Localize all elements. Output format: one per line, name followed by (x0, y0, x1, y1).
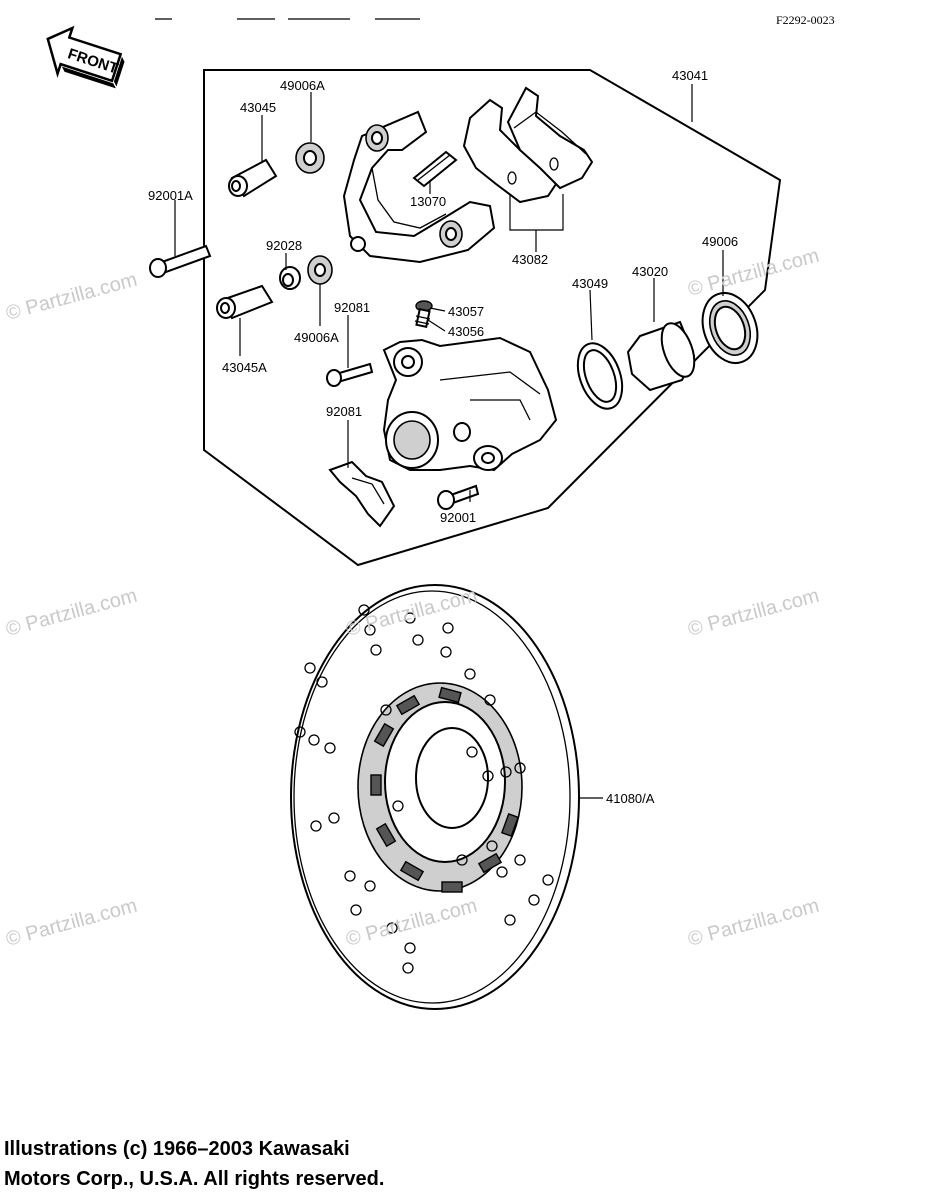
watermark-6: © Partzilla.com (4, 895, 140, 951)
copyright-notice: Illustrations (c) 1966–2003 Kawasaki Mot… (4, 1134, 384, 1194)
label-41080A: 41080/A (606, 791, 655, 806)
caliper-body (382, 336, 558, 472)
sleeve-92028 (279, 266, 301, 290)
watermark-5: © Partzilla.com (686, 585, 822, 641)
label-92001A: 92001A (148, 188, 193, 203)
watermark-8: © Partzilla.com (686, 895, 822, 951)
label-43082: 43082 (512, 252, 548, 267)
caliper-bracket (342, 110, 496, 264)
label-43056: 43056 (448, 324, 484, 339)
dust-boot-49006 (701, 292, 759, 364)
disc-holes (294, 604, 554, 974)
boot-49006A-lower (307, 255, 333, 285)
pad-spring-92081 (328, 460, 396, 528)
label-49006A-lower: 49006A (294, 330, 339, 345)
slide-pin-43045 (228, 158, 278, 198)
copyright-line-2: Motors Corp., U.S.A. All rights reserved… (4, 1168, 385, 1190)
caliper-assembly-outline (203, 69, 782, 567)
label-43041: 43041 (672, 68, 708, 83)
label-13070: 13070 (410, 194, 446, 209)
brake-pads-43082 (462, 86, 594, 204)
boot-49006A-upper (295, 142, 325, 174)
label-92001: 92001 (440, 510, 476, 525)
label-92028: 92028 (266, 238, 302, 253)
pad-spring-13070 (412, 150, 458, 188)
label-49006: 49006 (702, 234, 738, 249)
bolt-92001A (149, 244, 212, 278)
label-43045: 43045 (240, 100, 276, 115)
watermark-2: © Partzilla.com (686, 245, 822, 301)
slide-pin-43045A (216, 284, 274, 320)
bolt-mid (326, 362, 374, 387)
piston-seal-43049 (576, 342, 624, 410)
piston-43020 (626, 320, 696, 392)
label-49006A-upper: 49006A (280, 78, 325, 93)
bleeder-valve-43056-43057 (414, 300, 433, 329)
front-arrow-icon: FRONT (46, 25, 125, 89)
label-43020: 43020 (632, 264, 668, 279)
label-43049: 43049 (572, 276, 608, 291)
label-92081: 92081 (326, 404, 362, 419)
copyright-line-1: Illustrations (c) 1966–2003 Kawasaki (4, 1138, 350, 1160)
label-43057: 43057 (448, 304, 484, 319)
watermark-3: © Partzilla.com (4, 585, 140, 641)
leader-lines (174, 84, 724, 799)
watermark-1: © Partzilla.com (4, 269, 140, 325)
label-92081-upper: 92081 (334, 300, 370, 315)
brake-disc-41080 (290, 584, 580, 1010)
bolt-92001 (437, 484, 480, 510)
label-43045A: 43045A (222, 360, 267, 375)
disc-carrier-slots (370, 686, 520, 893)
reference-code: F2292-0023 (776, 13, 835, 27)
